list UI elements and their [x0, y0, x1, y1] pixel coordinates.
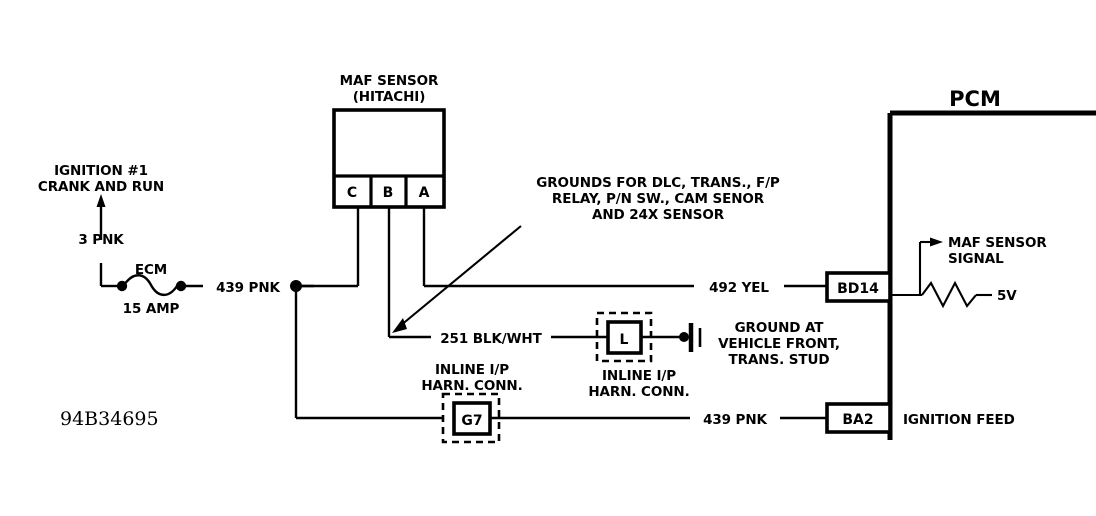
grounds-leader-arrowhead: [392, 318, 407, 333]
connector-G7-caption-line1: INLINE I/P: [435, 362, 509, 378]
connector-G7-caption-line2: HARN. CONN.: [421, 378, 522, 394]
connector-G7-group[interactable]: G7: [441, 392, 501, 444]
connector-L-caption-line2: HARN. CONN.: [588, 384, 689, 400]
wire-label-439pnk-bottom: 439 PNK: [703, 412, 767, 428]
connector-L-body: [606, 320, 643, 355]
maf-signal-label-line2: SIGNAL: [948, 251, 1004, 267]
ground-connection-dot: [679, 332, 689, 342]
maf-terminal-c-label: C: [347, 185, 357, 201]
pcm-terminal-ba2-body: [825, 402, 892, 434]
maf-signal-pullup-group: [890, 237, 992, 309]
connector-G7-label: G7: [461, 413, 482, 429]
ignition-source-label-line2: CRANK AND RUN: [38, 179, 164, 195]
connector-G7-dashed-outline: [441, 392, 501, 444]
connector-L-group[interactable]: L: [595, 311, 653, 363]
connector-L-label: L: [620, 332, 629, 348]
grounds-note-leader: [392, 225, 522, 333]
maf-terminal-a-label: A: [419, 185, 430, 201]
connector-L-caption-line1: INLINE I/P: [602, 368, 676, 384]
ecm-fuse-symbol: [123, 274, 178, 297]
ground-point-line3: TRANS. STUD: [729, 352, 830, 368]
connector-G7-body: [452, 401, 492, 436]
ground-point-line1: GROUND AT: [735, 320, 825, 336]
pullup-resistor-symbol: [921, 280, 977, 309]
grounds-note-line2: RELAY, P/N SW., CAM SENOR: [552, 191, 765, 207]
maf-terminal-b-label: B: [383, 185, 394, 201]
grounds-note-line1: GROUNDS FOR DLC, TRANS., F/P: [536, 175, 780, 191]
pcm-terminal-bd14-body: [825, 271, 892, 303]
fuse-name-label: ECM: [135, 262, 167, 278]
pullup-voltage-label: 5V: [997, 288, 1017, 304]
ignition-feed-arrow-head: [96, 194, 106, 207]
chassis-ground-symbol-group: [641, 323, 702, 352]
pcm-title: PCM: [949, 87, 1001, 111]
maf-b-ground-wire: [387, 207, 608, 339]
wire-label-251blkwht: 251 BLK/WHT: [440, 331, 542, 347]
wire-label-492yel: 492 YEL: [709, 280, 769, 296]
pcm-terminal-ba2-group[interactable]: BA2: [825, 402, 892, 434]
wire-label-3pnk: 3 PNK: [78, 232, 124, 248]
ignition-source-label-line1: IGNITION #1: [54, 163, 148, 179]
ignition-source-group: [96, 194, 203, 297]
maf-a-signal-wire: [422, 207, 827, 288]
pcm-terminal-bd14-label: BD14: [837, 281, 879, 297]
maf-signal-arrow-head: [930, 237, 943, 247]
maf-signal-label-line1: MAF SENSOR: [948, 235, 1047, 251]
pcm-terminal-bd14-group[interactable]: BD14: [825, 271, 892, 303]
wire-label-439pnk-left: 439 PNK: [216, 280, 280, 296]
pcm-terminal-ba2-label: BA2: [842, 412, 873, 428]
maf-sensor-title: MAF SENSOR: [340, 73, 439, 89]
drawing-number: 94B34695: [60, 408, 159, 430]
grounds-note-line3: AND 24X SENSOR: [592, 207, 725, 223]
pcm-terminal-ba2-function: IGNITION FEED: [903, 412, 1015, 428]
fuse-rating-label: 15 AMP: [123, 301, 180, 317]
fuse-terminal-right-dot: [175, 280, 187, 292]
left-trunk-wiring: [290, 207, 443, 420]
maf-sensor-subtitle: (HITACHI): [353, 89, 426, 105]
grounds-leader-line: [399, 225, 522, 327]
ground-point-line2: VEHICLE FRONT,: [718, 336, 840, 352]
